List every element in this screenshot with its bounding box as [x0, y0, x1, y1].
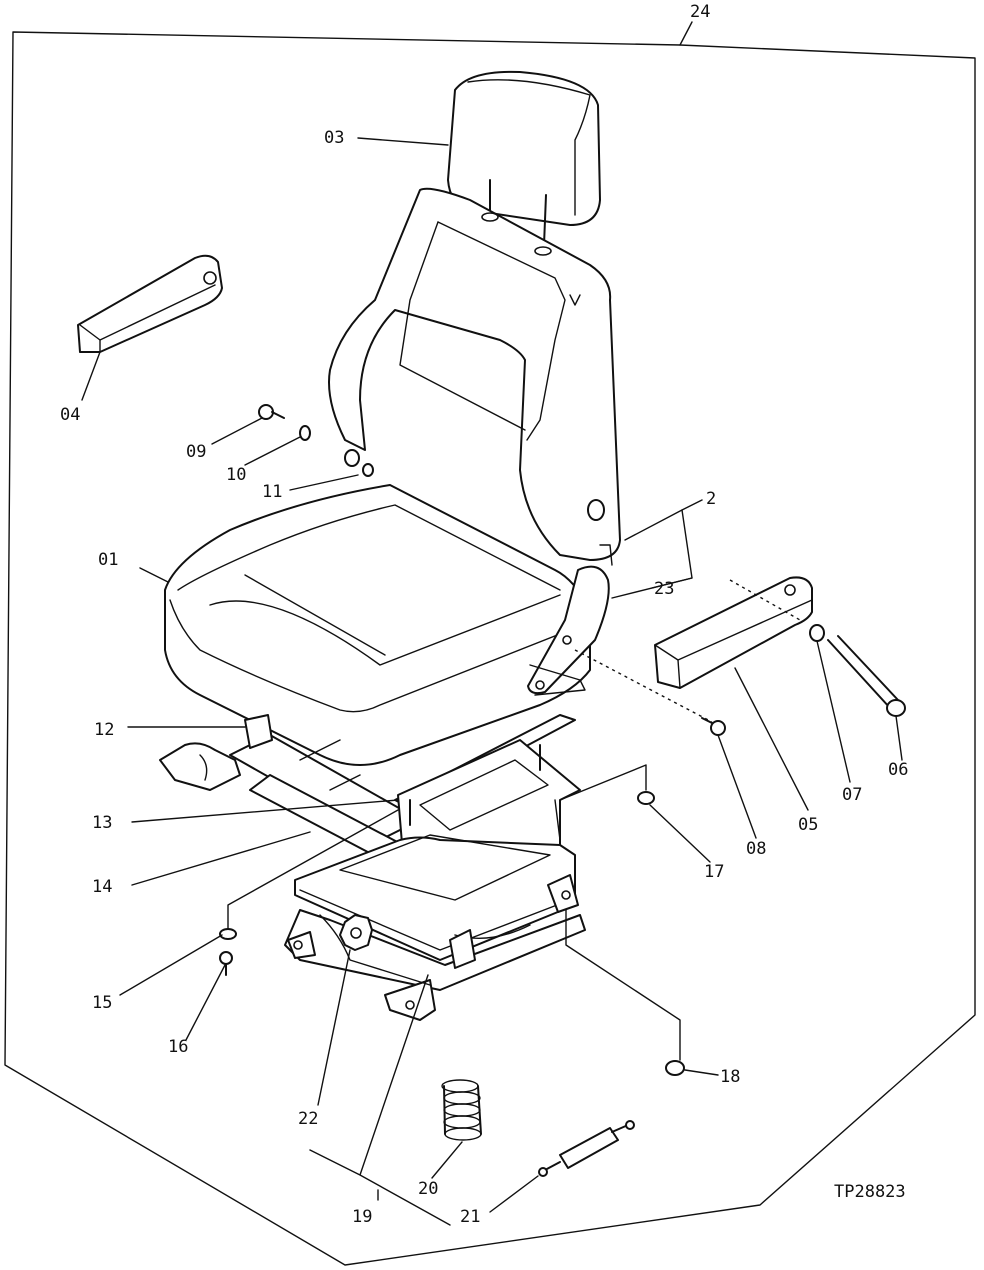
callout-2: 2 [706, 489, 716, 509]
bolt-06 [827, 635, 906, 717]
leader-08 [717, 734, 757, 839]
armrest-left [77, 254, 223, 353]
callout-09: 09 [186, 442, 206, 462]
leader-18 [684, 1069, 719, 1076]
leader-07 [816, 640, 851, 783]
callout-14: 14 [92, 877, 112, 897]
callout-22: 22 [298, 1109, 318, 1129]
washer-10 [299, 425, 311, 441]
leader-13 [131, 799, 399, 823]
leader-21 [489, 1175, 539, 1213]
leader-11 [289, 474, 359, 491]
callout-12: 12 [94, 720, 114, 740]
leader-03 [357, 137, 449, 146]
spring-20 [441, 1079, 482, 1141]
leader-2 [681, 499, 703, 511]
washer-15 [219, 928, 237, 940]
callout-15: 15 [92, 993, 112, 1013]
bracket-12 [244, 714, 273, 749]
leader-14 [131, 831, 311, 886]
callout-23: 23 [654, 579, 674, 599]
leader-04 [81, 351, 101, 401]
callout-04: 04 [60, 405, 80, 425]
leader-10 [244, 436, 301, 466]
bolt-09 [258, 404, 285, 420]
nut-18 [665, 1060, 685, 1076]
suspension-base [284, 834, 586, 1021]
figure-id: TP28823 [834, 1182, 906, 1202]
leader-17 [649, 804, 711, 863]
seat-cushion [164, 484, 591, 766]
leader-05 [734, 667, 809, 811]
callout-20: 20 [418, 1179, 438, 1199]
leader-17-up [559, 764, 647, 801]
leader-20 [431, 1141, 463, 1179]
bolt-08 [701, 717, 726, 736]
callout-06: 06 [888, 760, 908, 780]
leader-01 [139, 567, 169, 583]
height-knob [339, 914, 373, 951]
armrest-right [654, 576, 813, 689]
callout-05: 05 [798, 815, 818, 835]
bushing-11a [344, 449, 360, 467]
bushing-11b [362, 463, 374, 477]
leader-06 [895, 715, 903, 761]
callout-01: 01 [98, 550, 118, 570]
headrest [447, 70, 601, 246]
leader-15-up [227, 809, 399, 929]
leader-15 [119, 934, 223, 996]
backrest [328, 187, 621, 561]
washer-07 [809, 624, 825, 642]
leader-16 [185, 964, 226, 1041]
bushing-2 [587, 499, 605, 521]
callout-11: 11 [262, 482, 282, 502]
callout-13: 13 [92, 813, 112, 833]
callout-19: 19 [352, 1207, 372, 1227]
leader-23 [651, 577, 693, 589]
centerline-08 [574, 649, 713, 723]
nut-17 [637, 791, 655, 805]
bolt-16 [219, 951, 233, 976]
callout-10: 10 [226, 465, 246, 485]
callout-03: 03 [324, 128, 344, 148]
leader-18-up [565, 909, 681, 1061]
callout-08: 08 [746, 839, 766, 859]
recline-lever [527, 544, 613, 696]
assembly-boundary [4, 31, 976, 1266]
callout-16: 16 [168, 1037, 188, 1057]
callout-17: 17 [704, 862, 724, 882]
leader-09 [211, 417, 263, 445]
callout-24: 24 [690, 2, 710, 22]
callout-18: 18 [720, 1067, 740, 1087]
leader-24 [679, 21, 693, 46]
leader-22 [317, 949, 351, 1106]
leader-2-23 [611, 509, 693, 599]
leader-19 [309, 974, 451, 1226]
callout-21: 21 [460, 1207, 480, 1227]
shock-absorber-21 [538, 1120, 635, 1177]
callout-07: 07 [842, 785, 862, 805]
